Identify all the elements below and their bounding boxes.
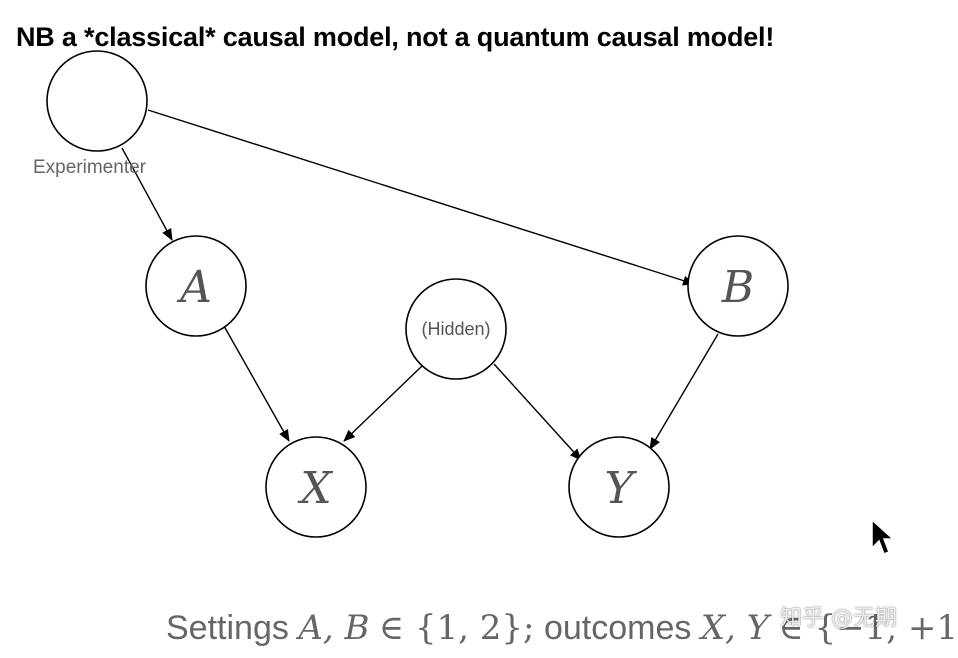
caption-settings-word: Settings — [166, 609, 289, 647]
caption-settings-vars: A, B — [298, 608, 370, 648]
caption-outcomes-vars: X, Y — [700, 608, 770, 648]
edge-hidden-x — [343, 365, 423, 442]
node-experimenter — [46, 50, 148, 152]
caption-outcomes-set: ∈ {−1, +1} — [778, 608, 958, 648]
node-hidden: (Hidden) — [405, 278, 507, 380]
caption-outcomes-word: outcomes — [543, 609, 692, 647]
edge-experimenter-b — [147, 109, 695, 286]
node-experimenter-label: Experimenter — [33, 157, 147, 178]
edge-a-x — [223, 325, 290, 442]
edge-b-y — [649, 333, 719, 450]
edge-experimenter-a — [121, 147, 173, 241]
caption-settings-set: ∈ {1, 2}; — [378, 608, 535, 648]
edge-hidden-y — [493, 363, 582, 461]
node-b: B — [687, 235, 789, 337]
node-hidden-label: (Hidden) — [421, 319, 490, 339]
watermark: 知乎 @无期 — [780, 606, 897, 631]
mouse-pointer-icon — [871, 518, 894, 555]
node-x: X — [265, 436, 367, 538]
node-y-label: Y — [604, 463, 637, 514]
node-x-label: X — [297, 463, 333, 514]
node-a: A — [145, 235, 247, 337]
caption: Settings A, B ∈ {1, 2}; outcomes X, Y ∈ … — [166, 608, 958, 648]
node-a-label: A — [176, 262, 212, 313]
node-y: Y — [568, 436, 670, 538]
node-b-label: B — [721, 262, 754, 313]
slide-title: NB a *classical* causal model, not a qua… — [16, 22, 775, 52]
